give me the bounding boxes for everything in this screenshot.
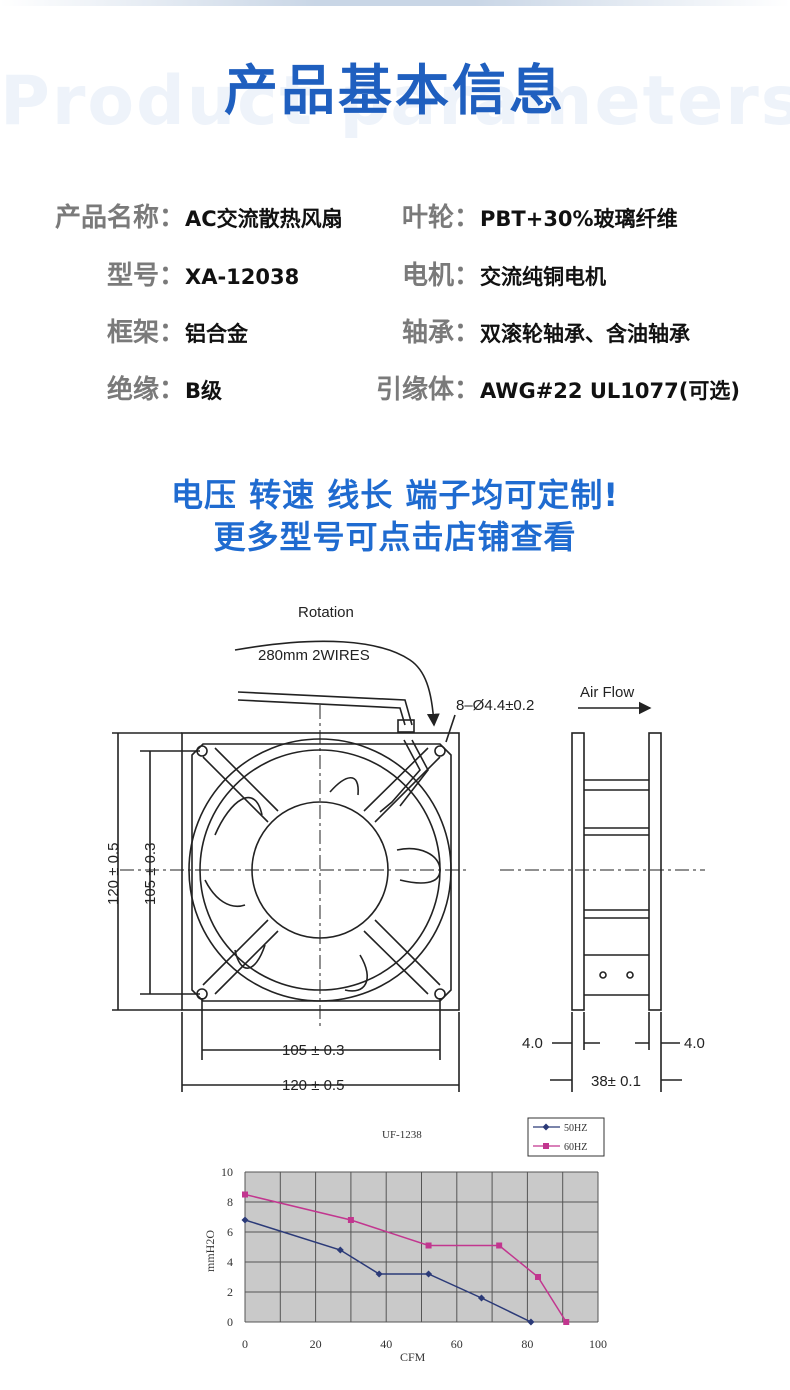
dim-4-right: 4.0 bbox=[684, 1035, 705, 1052]
legend-marker-60hz bbox=[543, 1143, 549, 1149]
promo-line-1: 电压 转速 线长 端子均可定制! bbox=[170, 476, 620, 514]
y-tick-label: 0 bbox=[227, 1315, 233, 1329]
fan-drawing: Rotation 280mm 2WIRES 8–Ø4.4±0.2 Air Flo… bbox=[105, 604, 705, 1094]
x-tick-label: 60 bbox=[451, 1337, 463, 1351]
spec-value: PBT+30%玻璃纤维 bbox=[480, 207, 678, 231]
x-tick-label: 40 bbox=[380, 1337, 392, 1351]
y-axis-label: mmH2O bbox=[203, 1230, 217, 1272]
spec-label: 框架： bbox=[106, 318, 185, 348]
y-tick-label: 2 bbox=[227, 1285, 233, 1299]
spec-label: 型号： bbox=[106, 261, 185, 291]
spec-label: 引缘体： bbox=[375, 375, 480, 405]
series-line-50hz bbox=[244, 1219, 532, 1323]
airflow-label: Air Flow bbox=[580, 684, 634, 701]
data-point-50hz bbox=[425, 1270, 433, 1278]
holes-label: 8–Ø4.4±0.2 bbox=[456, 697, 534, 714]
dim-120-horizontal: 120 ± 0.5 bbox=[282, 1077, 344, 1094]
data-point-60hz bbox=[347, 1217, 354, 1223]
spec-row-motor: 电机：交流纯铜电机 bbox=[370, 256, 606, 296]
data-point-60hz bbox=[534, 1274, 541, 1280]
data-point-60hz bbox=[242, 1191, 248, 1198]
spec-row-frame: 框架：铝合金 bbox=[45, 313, 248, 353]
spec-value: 交流纯铜电机 bbox=[480, 265, 606, 289]
legend-marker-50hz bbox=[542, 1123, 550, 1131]
spec-label: 轴承： bbox=[401, 318, 480, 348]
data-point-60hz bbox=[563, 1319, 570, 1325]
spec-label: 产品名称： bbox=[54, 203, 185, 233]
data-point-60hz bbox=[496, 1242, 503, 1249]
data-point-60hz bbox=[425, 1242, 432, 1249]
legend-label-50hz: 50HZ bbox=[564, 1123, 587, 1134]
spec-row-insulation: 绝缘：B级 bbox=[45, 370, 222, 410]
y-tick-label: 10 bbox=[221, 1165, 233, 1179]
spec-label: 叶轮： bbox=[401, 203, 480, 233]
legend-label-60hz: 60HZ bbox=[564, 1142, 587, 1153]
data-point-50hz bbox=[336, 1246, 344, 1254]
spec-row-impeller: 叶轮：PBT+30%玻璃纤维 bbox=[370, 198, 678, 238]
data-point-50hz bbox=[375, 1270, 383, 1278]
page-title: 产品基本信息 bbox=[224, 59, 566, 122]
spec-row-leadwire: 引缘体：AWG#22 UL1077(可选) bbox=[370, 370, 740, 410]
top-divider bbox=[0, 0, 790, 6]
x-tick-label: 20 bbox=[310, 1337, 322, 1351]
x-tick-label: 100 bbox=[589, 1337, 607, 1351]
spec-value: AWG#22 UL1077(可选) bbox=[480, 379, 740, 403]
promo-line-2: 更多型号可点击店铺查看 bbox=[213, 518, 577, 556]
spec-label: 绝缘： bbox=[106, 375, 185, 405]
dim-4-left: 4.0 bbox=[522, 1035, 543, 1052]
data-point-50hz bbox=[478, 1294, 486, 1302]
x-tick-label: 0 bbox=[242, 1337, 248, 1351]
dim-105-vertical: 105 ± 0.3 bbox=[142, 843, 159, 905]
data-point-50hz bbox=[527, 1318, 535, 1326]
legend: 50HZ 60HZ bbox=[527, 1117, 605, 1157]
data-point-50hz bbox=[241, 1216, 249, 1224]
spec-value: B级 bbox=[185, 379, 223, 403]
dim-38: 38± 0.1 bbox=[591, 1073, 641, 1090]
y-tick-label: 8 bbox=[227, 1195, 233, 1209]
performance-chart: 0 20 40 60 80 100 0 2 4 6 8 10 UF-1238 CFM mmH2O 50… bbox=[203, 1117, 607, 1364]
wires-label: 280mm 2WIRES bbox=[258, 647, 370, 664]
spec-label: 电机： bbox=[401, 261, 480, 291]
x-tick-label: 80 bbox=[521, 1337, 533, 1351]
y-tick-label: 4 bbox=[227, 1255, 233, 1269]
background-title: Product parameters bbox=[0, 62, 790, 141]
series-line-60hz bbox=[244, 1193, 567, 1323]
chart-title: UF-1238 bbox=[382, 1129, 422, 1141]
spec-value: AC交流散热风扇 bbox=[185, 207, 343, 231]
spec-row-model: 型号：XA-12038 bbox=[45, 256, 299, 296]
dim-120-vertical: 120 ± 0.5 bbox=[105, 843, 122, 905]
spec-row-bearing: 轴承：双滚轮轴承、含油轴承 bbox=[370, 313, 690, 353]
spec-value: 铝合金 bbox=[185, 322, 248, 346]
spec-value: 双滚轮轴承、含油轴承 bbox=[480, 322, 690, 346]
spec-value: XA-12038 bbox=[185, 265, 300, 289]
rotation-label: Rotation bbox=[298, 604, 354, 621]
spec-row-name: 产品名称：AC交流散热风扇 bbox=[45, 198, 343, 238]
x-axis-label: CFM bbox=[400, 1350, 426, 1364]
dim-105-horizontal: 105 ± 0.3 bbox=[282, 1042, 344, 1059]
y-tick-label: 6 bbox=[227, 1225, 233, 1239]
